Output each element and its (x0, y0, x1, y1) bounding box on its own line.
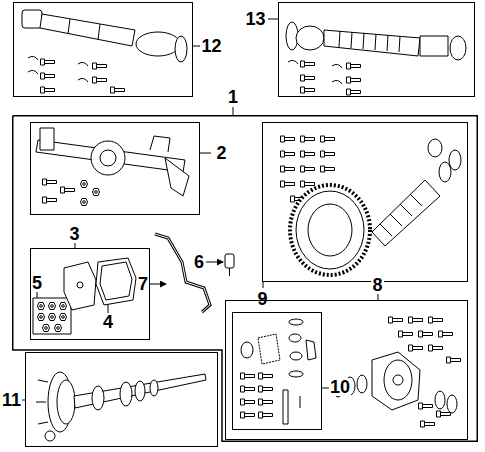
vent-fitting (225, 254, 234, 276)
box-outline (12, 115, 478, 442)
axle-shaft (36, 372, 206, 441)
axle-housing (36, 128, 189, 206)
box-outline-path (13, 116, 478, 442)
rear-drive-shaft (286, 22, 466, 95)
parts-box: 108 (225, 300, 468, 440)
callout-number: 7 (137, 275, 149, 293)
callout-number: 3 (68, 225, 80, 243)
callout-number: 6 (193, 253, 205, 271)
parts-box: 10 (232, 312, 322, 430)
parts-box: 3 (30, 248, 150, 340)
callout-number: 5 (31, 274, 43, 292)
callout-number: 2 (215, 144, 227, 162)
front-drive-shaft (22, 10, 187, 93)
vent-tube (155, 234, 210, 312)
callout-number: 11 (1, 391, 22, 409)
callout-number: 12 (200, 37, 222, 55)
ring-and-pinion (281, 136, 462, 275)
callout-number: 13 (244, 10, 266, 28)
parts-box: 12 (13, 2, 193, 97)
parts-box: 11 (25, 352, 218, 447)
differential-gears (241, 319, 317, 424)
callout-number: 9 (257, 290, 269, 308)
parts-box: 9 (262, 122, 468, 282)
callout-number: 8 (371, 276, 383, 294)
cover-kit (33, 258, 136, 334)
callout-number: 1 (227, 88, 239, 106)
parts-box: 13 (278, 2, 475, 97)
parts-box: 2 (30, 122, 200, 215)
differential-case (333, 317, 461, 427)
parts-box: 2931081 (12, 115, 478, 442)
callout-number: 4 (102, 313, 114, 331)
leader-lines (22, 19, 378, 400)
callout-number: 10 (329, 378, 351, 396)
